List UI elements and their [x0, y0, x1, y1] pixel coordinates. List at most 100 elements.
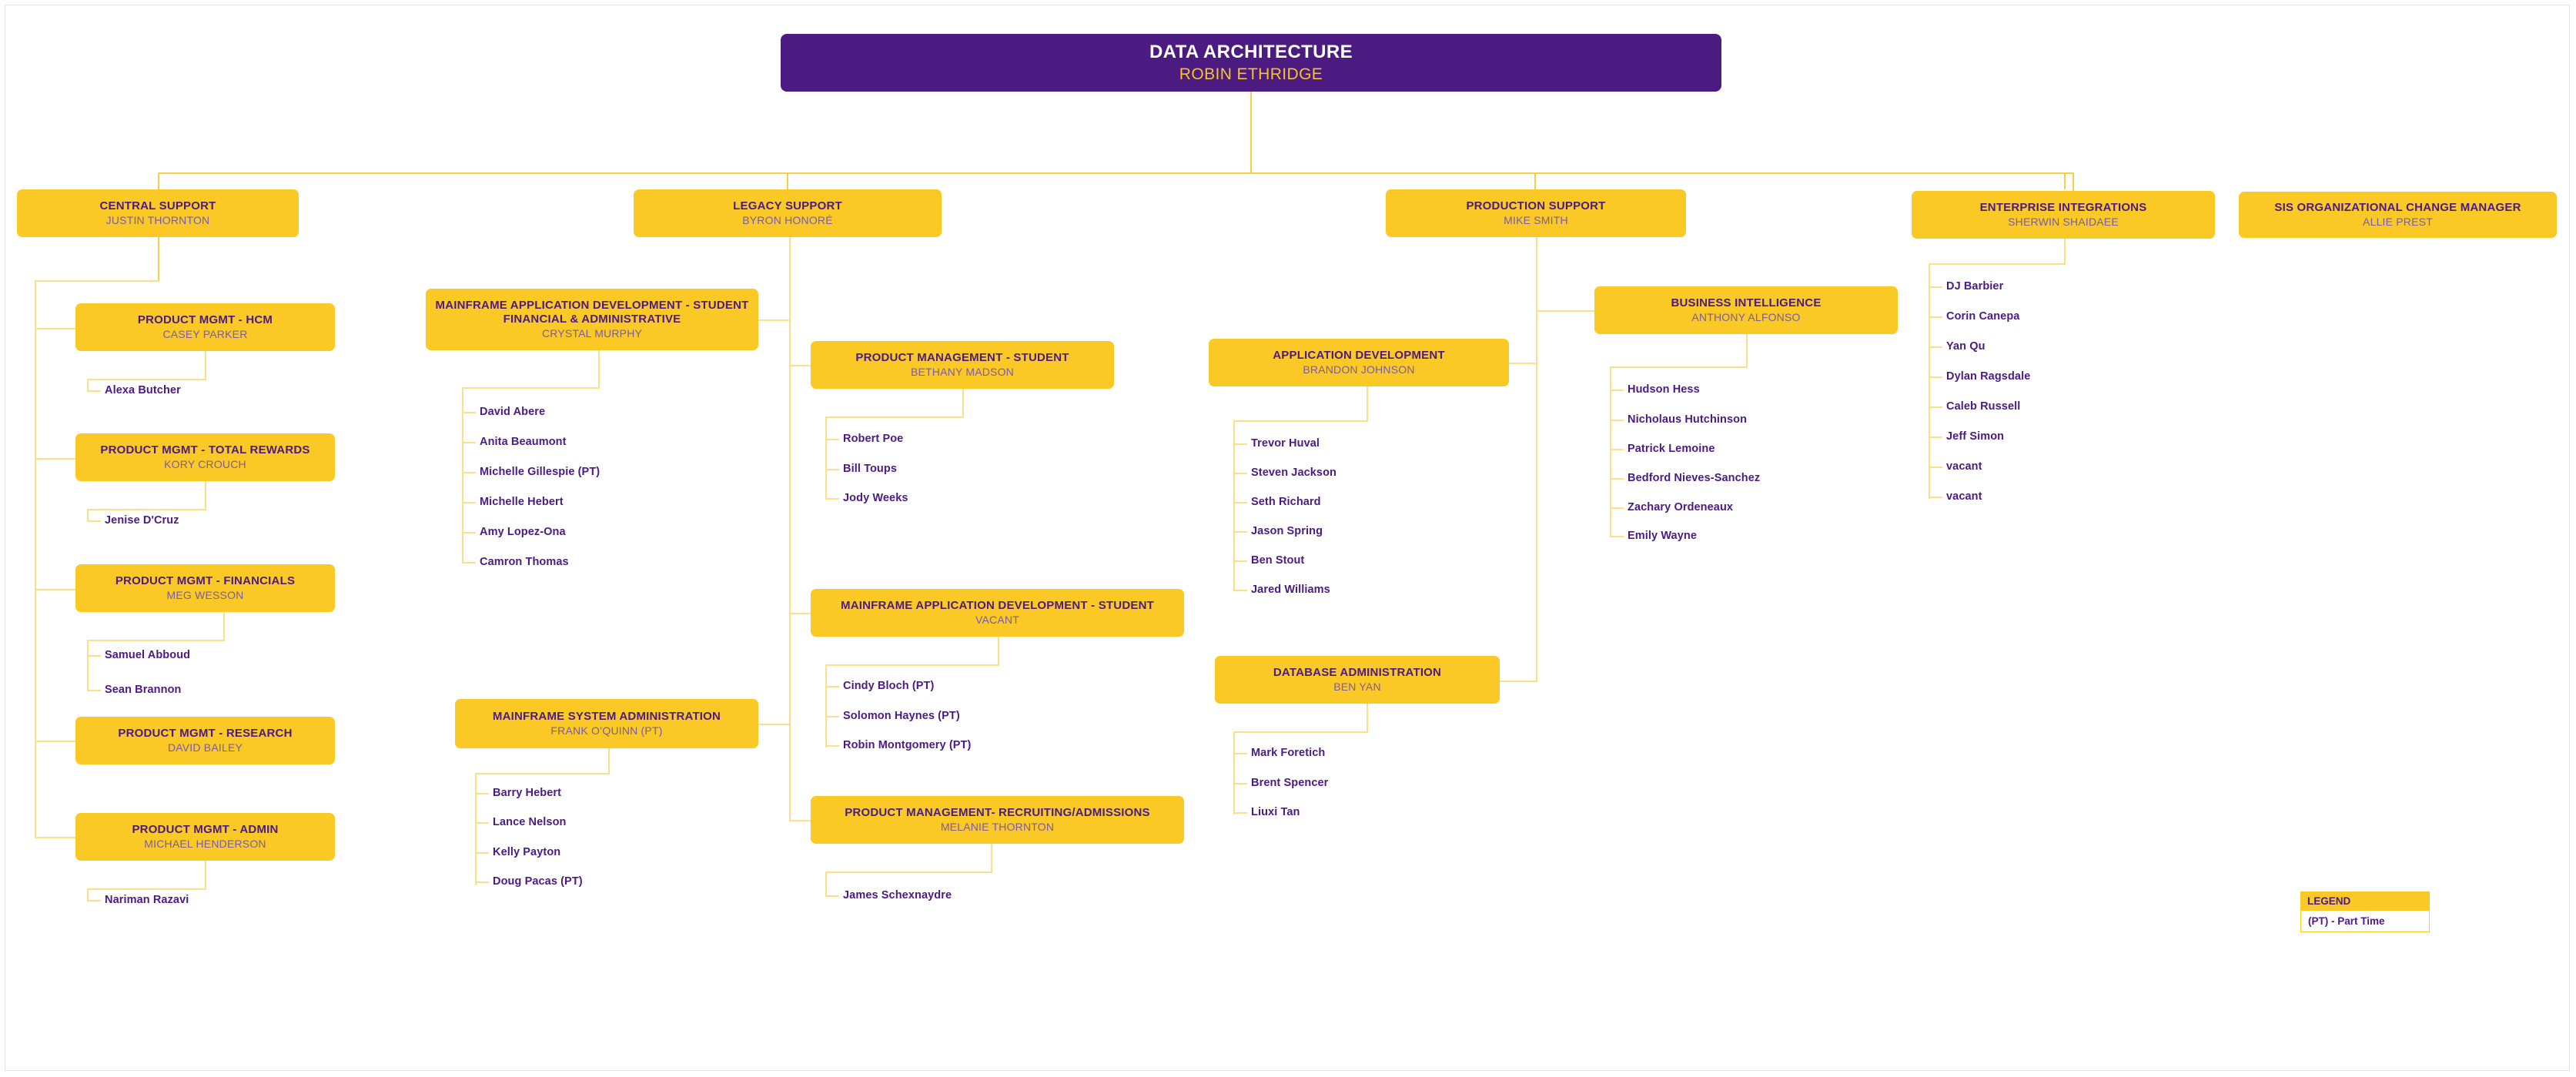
- connector-dept-sis: [2073, 172, 2074, 200]
- staff-name: Jeff Simon: [1946, 430, 2005, 443]
- staff-name: James Schexnaydre: [843, 889, 952, 901]
- legend: LEGEND (PT) - Part Time: [2300, 891, 2430, 932]
- staff-name: Barry Hebert: [493, 787, 562, 799]
- team-person: ANTHONY ALFONSO: [1691, 310, 1801, 323]
- staff-name: Anita Beaumont: [480, 436, 567, 448]
- connector-appdev-tick-2: [1233, 473, 1247, 474]
- team-business-intelligence[interactable]: BUSINESS INTELLIGENCE ANTHONY ALFONSO: [1594, 286, 1898, 334]
- team-product-mgmt-research[interactable]: PRODUCT MGMT - RESEARCH DAVID BAILEY: [75, 717, 335, 764]
- team-title: APPLICATION DEVELOPMENT: [1273, 349, 1445, 363]
- connector-dba-stem: [1367, 704, 1368, 733]
- root-node-data-architecture[interactable]: DATA ARCHITECTURE ROBIN ETHRIDGE: [781, 34, 1721, 92]
- connector-tr-stem: [205, 481, 206, 510]
- connector-ent-tick-7: [1929, 467, 1942, 468]
- dept-central-support[interactable]: CENTRAL SUPPORT JUSTIN THORNTON: [17, 189, 299, 237]
- team-person: KORY CROUCH: [164, 457, 246, 470]
- staff-name: Seth Richard: [1251, 496, 1321, 508]
- connector-ent-tick-5: [1929, 406, 1942, 408]
- connector-pmstu-stem: [962, 389, 964, 418]
- connector-ent-tick-8: [1929, 497, 1942, 498]
- connector-fin-tick-2: [87, 690, 101, 691]
- connector-hcm-tick-1: [87, 390, 101, 392]
- staff-name: Camron Thomas: [480, 556, 569, 568]
- team-product-mgmt-admin[interactable]: PRODUCT MGMT - ADMIN MICHAEL HENDERSON: [75, 813, 335, 861]
- dept-production-support[interactable]: PRODUCTION SUPPORT MIKE SMITH: [1386, 189, 1686, 237]
- connector-pmstu-tick-1: [825, 439, 839, 440]
- team-mainframe-app-dev-student[interactable]: MAINFRAME APPLICATION DEVELOPMENT - STUD…: [811, 589, 1184, 637]
- connector-appdev-tick-3: [1233, 502, 1247, 503]
- staff-name: Jared Williams: [1251, 584, 1330, 596]
- connector-mfsfa-tick-6: [462, 562, 476, 564]
- connector-appdev-spine: [1233, 420, 1235, 590]
- team-person: VACANT: [975, 613, 1019, 626]
- team-person: MELANIE THORNTON: [940, 820, 1055, 833]
- connector-bi-tick-4: [1610, 478, 1624, 480]
- connector-central-elbow: [35, 280, 159, 282]
- connector-root-drop: [1250, 92, 1252, 172]
- team-product-management-student[interactable]: PRODUCT MANAGEMENT - STUDENT BETHANY MAD…: [811, 341, 1114, 389]
- connector-legacy-spine: [789, 237, 791, 820]
- connector-pmstu-elbow: [825, 416, 964, 418]
- staff-name: vacant: [1946, 460, 1982, 473]
- dept-sis-organizational-change-manager[interactable]: SIS ORGANIZATIONAL CHANGE MANAGER ALLIE …: [2239, 192, 2557, 238]
- connector-appdev-tick-5: [1233, 560, 1247, 562]
- connector-fin-tick-1: [87, 655, 101, 657]
- connector-dba-tick-3: [1233, 812, 1247, 814]
- team-title: PRODUCT MANAGEMENT- RECRUITING/ADMISSION…: [845, 806, 1150, 820]
- team-title: PRODUCT MGMT - ADMIN: [132, 823, 279, 837]
- staff-name: Solomon Haynes (PT): [843, 710, 960, 722]
- connector-bi-spine: [1610, 366, 1611, 536]
- team-title: PRODUCT MGMT - RESEARCH: [118, 727, 293, 741]
- team-title: MAINFRAME APPLICATION DEVELOPMENT - STUD…: [841, 599, 1154, 613]
- team-title: PRODUCT MGMT - HCM: [137, 313, 273, 327]
- staff-name: Bedford Nieves-Sanchez: [1628, 472, 1761, 484]
- team-person: MEG WESSON: [166, 588, 244, 601]
- connector-pmrec-elbow: [825, 871, 992, 873]
- page-border: [5, 5, 2570, 1071]
- connector-bi-tick-3: [1610, 449, 1624, 450]
- connector-pmstu-spine: [825, 416, 827, 500]
- connector-dba-tick-1: [1233, 753, 1247, 754]
- team-database-administration[interactable]: DATABASE ADMINISTRATION BEN YAN: [1215, 656, 1500, 704]
- team-mainframe-app-dev-student-financial-admin[interactable]: MAINFRAME APPLICATION DEVELOPMENT - STUD…: [426, 289, 758, 350]
- dept-legacy-support[interactable]: LEGACY SUPPORT BYRON HONORÉ: [634, 189, 942, 237]
- dept-enterprise-integrations[interactable]: ENTERPRISE INTEGRATIONS SHERWIN SHAIDAEE: [1912, 191, 2215, 239]
- staff-name: Amy Lopez-Ona: [480, 526, 566, 538]
- dept-person: MIKE SMITH: [1504, 213, 1568, 226]
- connector-mfsys-stem: [608, 748, 610, 774]
- dept-person: BYRON HONORÉ: [742, 213, 833, 226]
- connector-dba-elbow: [1233, 731, 1368, 733]
- team-mainframe-system-administration[interactable]: MAINFRAME SYSTEM ADMINISTRATION FRANK O’…: [455, 699, 758, 748]
- team-title: BUSINESS INTELLIGENCE: [1671, 296, 1822, 310]
- connector-pmrec-stem: [991, 844, 992, 873]
- dept-title: CENTRAL SUPPORT: [99, 199, 216, 213]
- connector-mfsfa-tick-3: [462, 472, 476, 473]
- staff-name: Doug Pacas (PT): [493, 875, 583, 888]
- root-person: ROBIN ETHRIDGE: [1179, 65, 1323, 84]
- connector-mfsfa-tick-4: [462, 502, 476, 503]
- connector-mfsfa-stem: [598, 350, 600, 389]
- connector-legacy-branch-5: [789, 820, 811, 821]
- team-product-mgmt-total-rewards[interactable]: PRODUCT MGMT - TOTAL REWARDS KORY CROUCH: [75, 433, 335, 481]
- team-product-mgmt-financials[interactable]: PRODUCT MGMT - FINANCIALS MEG WESSON: [75, 564, 335, 612]
- connector-dba-tick-2: [1233, 783, 1247, 784]
- team-product-management-recruiting-admissions[interactable]: PRODUCT MANAGEMENT- RECRUITING/ADMISSION…: [811, 796, 1184, 844]
- staff-name: Trevor Huval: [1251, 437, 1320, 450]
- staff-name: Nicholaus Hutchinson: [1628, 413, 1748, 426]
- root-title: DATA ARCHITECTURE: [1149, 41, 1353, 62]
- team-application-development[interactable]: APPLICATION DEVELOPMENT BRANDON JOHNSON: [1209, 339, 1509, 386]
- staff-name: Samuel Abboud: [105, 649, 191, 661]
- staff-name: Caleb Russell: [1946, 400, 2021, 413]
- connector-ent-tick-6: [1929, 436, 1942, 438]
- connector-legacy-branch-4: [758, 724, 791, 725]
- staff-name: Emily Wayne: [1628, 530, 1698, 542]
- connector-mfsfa-tick-5: [462, 532, 476, 533]
- connector-mfstu-tick-2: [825, 716, 839, 717]
- staff-name: Corin Canepa: [1946, 310, 2020, 323]
- team-person: CASEY PARKER: [162, 327, 248, 340]
- staff-name: Patrick Lemoine: [1628, 443, 1715, 455]
- team-product-mgmt-hcm[interactable]: PRODUCT MGMT - HCM CASEY PARKER: [75, 303, 335, 351]
- connector-central-branch-1: [35, 328, 75, 329]
- connector-appdev-tick-1: [1233, 443, 1247, 445]
- connector-prod-branch-bi: [1536, 310, 1594, 312]
